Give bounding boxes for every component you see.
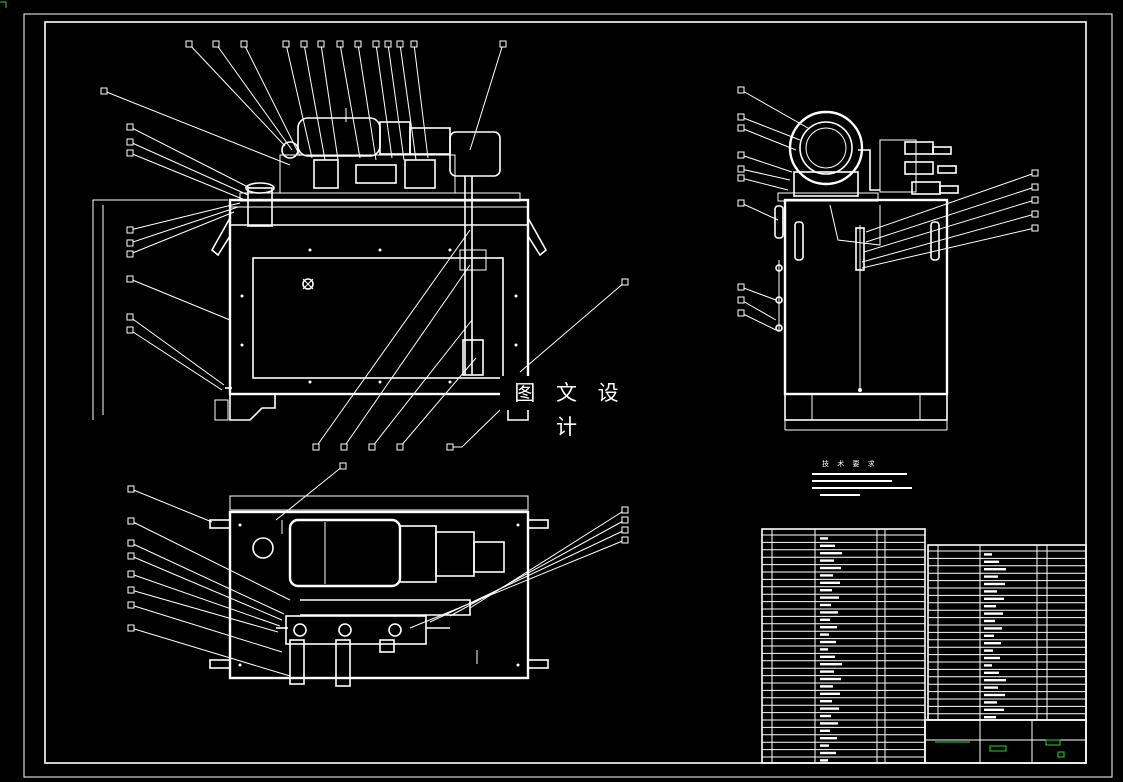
side-view bbox=[774, 110, 959, 431]
parts-row-text bbox=[820, 685, 833, 688]
parts-row-text bbox=[820, 552, 842, 555]
top-view bbox=[209, 495, 549, 687]
tank-window bbox=[252, 257, 504, 379]
top-view-callouts bbox=[127, 462, 629, 677]
parts-row-text bbox=[820, 603, 831, 607]
corner-mark bbox=[0, 1, 7, 8]
front-view bbox=[92, 108, 548, 421]
parts-row-text bbox=[820, 700, 832, 703]
parts-row-text bbox=[984, 560, 999, 563]
parts-row-text bbox=[820, 759, 828, 762]
parts-row-text bbox=[820, 655, 835, 658]
parts-row-text bbox=[984, 708, 1004, 711]
pump-housing bbox=[449, 131, 501, 177]
parts-list-rows-left bbox=[762, 534, 925, 762]
top-valve-block bbox=[285, 615, 427, 645]
inner-frame bbox=[44, 21, 1087, 764]
suction-filter bbox=[462, 339, 484, 376]
parts-row-text bbox=[820, 626, 837, 629]
outer-frame bbox=[23, 13, 1113, 778]
parts-row-text bbox=[984, 701, 997, 704]
parts-row-text bbox=[984, 568, 1006, 571]
parts-row-text bbox=[820, 611, 838, 614]
front-view-callouts bbox=[100, 40, 629, 451]
parts-list-rows-right bbox=[928, 550, 1086, 719]
note-line bbox=[812, 487, 912, 489]
parts-row-text bbox=[820, 714, 831, 718]
parts-row-text bbox=[984, 656, 1000, 660]
parts-row-text bbox=[984, 619, 995, 623]
parts-row-text bbox=[984, 590, 997, 593]
parts-row-text bbox=[820, 589, 832, 592]
top-plate bbox=[228, 510, 530, 680]
top-motor bbox=[288, 518, 402, 588]
parts-row-text bbox=[984, 582, 1005, 586]
tech-requirements-title: 技 术 要 求 bbox=[822, 460, 878, 468]
parts-row-text bbox=[984, 693, 1005, 697]
parts-row-text bbox=[984, 605, 996, 608]
filler-port bbox=[252, 537, 274, 559]
side-view-callouts bbox=[737, 86, 1039, 331]
parts-row-text bbox=[820, 581, 840, 584]
parts-row-text bbox=[820, 648, 828, 651]
parts-row-text bbox=[820, 596, 839, 599]
parts-row-text bbox=[820, 537, 828, 540]
parts-row-text bbox=[820, 559, 834, 562]
parts-row-text bbox=[820, 640, 836, 644]
parts-row-text bbox=[820, 751, 836, 755]
note-line bbox=[812, 480, 892, 482]
parts-row-text bbox=[820, 633, 829, 636]
parts-row-text bbox=[984, 612, 1003, 615]
parts-row-text bbox=[984, 716, 996, 719]
parts-row-text bbox=[984, 642, 1001, 645]
watermark: 图 文 设 计 bbox=[500, 376, 640, 439]
tech-requirements-items bbox=[808, 473, 912, 496]
tech-requirements: 技 术 要 求 bbox=[808, 460, 912, 501]
parts-row-text bbox=[984, 553, 992, 556]
parts-row-text bbox=[984, 679, 1006, 682]
parts-row-text bbox=[820, 618, 830, 621]
parts-row-text bbox=[820, 744, 829, 747]
parts-row-text bbox=[984, 664, 992, 667]
parts-row-text bbox=[820, 729, 830, 732]
parts-row-text bbox=[820, 707, 839, 710]
parts-row-text bbox=[984, 686, 998, 689]
parts-row-text bbox=[820, 670, 834, 673]
parts-row-text bbox=[820, 544, 835, 547]
parts-row-text bbox=[984, 634, 994, 637]
parts-row-text bbox=[820, 574, 833, 577]
note-line bbox=[820, 494, 860, 496]
parts-row-text bbox=[820, 692, 840, 695]
parts-row-text bbox=[984, 575, 998, 578]
parts-row-text bbox=[984, 671, 999, 674]
parts-row-text bbox=[820, 663, 842, 666]
parts-row-text bbox=[984, 597, 1004, 600]
parts-row-text bbox=[820, 677, 841, 681]
parts-row-text bbox=[820, 737, 837, 740]
parts-row-text bbox=[984, 627, 1002, 630]
side-tank-body bbox=[783, 198, 949, 396]
parts-row-text bbox=[820, 566, 841, 570]
parts-row-text bbox=[984, 649, 993, 652]
parts-row-text bbox=[820, 722, 838, 725]
note-line bbox=[812, 473, 907, 475]
